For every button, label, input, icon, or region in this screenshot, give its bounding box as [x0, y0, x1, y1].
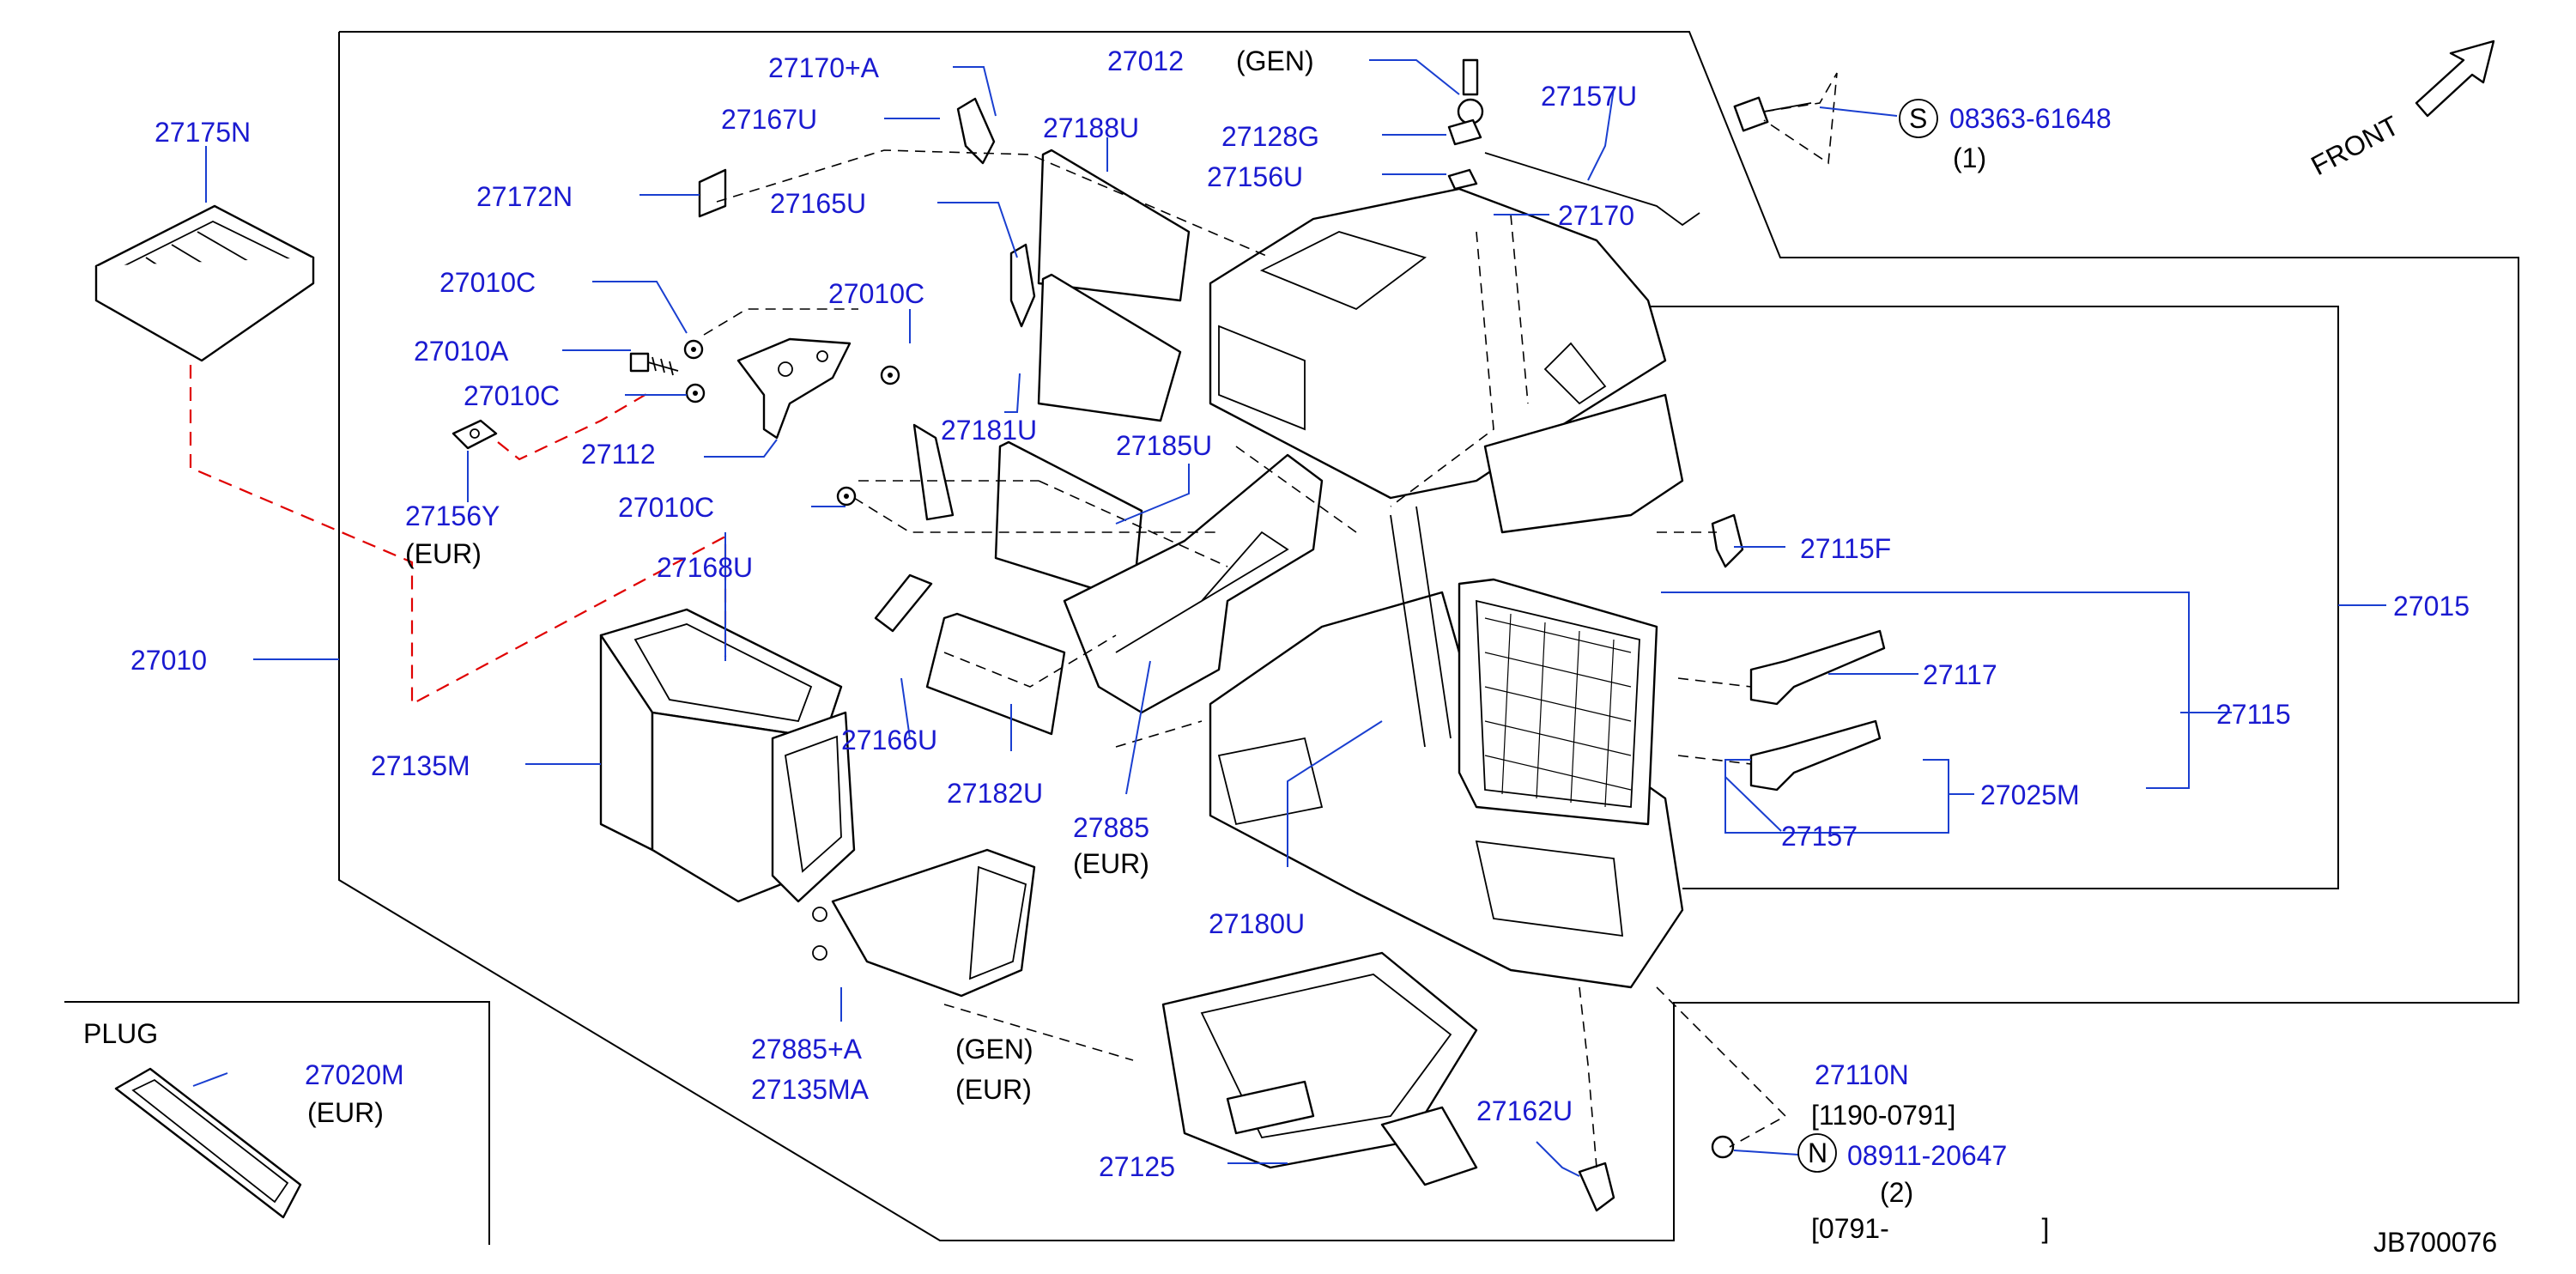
- leader-lines: [192, 59, 2386, 1177]
- label-27156U: 27156U: [1207, 161, 1303, 192]
- label-08911-20647: 08911-20647: [1847, 1140, 2007, 1171]
- label-27025M: 27025M: [1980, 780, 2080, 810]
- label-27128G: 27128G: [1221, 121, 1319, 152]
- label-27115F: 27115F: [1800, 533, 1891, 564]
- label-27015: 27015: [2393, 591, 2470, 622]
- front-arrow-icon: [2415, 39, 2495, 118]
- label-27165U: 27165U: [770, 188, 866, 219]
- duct-27885A: [812, 848, 1036, 998]
- label-27172N: 27172N: [476, 181, 573, 212]
- s-symbol: S: [1909, 103, 1927, 134]
- date-08911: [0791- ]: [1811, 1213, 2049, 1244]
- heater-case-bracket: [1608, 306, 2339, 889]
- label-27110N: 27110N: [1815, 1059, 1909, 1090]
- label-27180U: 27180U: [1209, 908, 1305, 939]
- label-27188U: 27188U: [1043, 112, 1139, 143]
- label-27170: 27170: [1558, 200, 1634, 231]
- label-27010C-d: 27010C: [618, 492, 714, 523]
- label-27156Y: 27156Y: [405, 500, 500, 531]
- assembly-guides: [703, 72, 1838, 1168]
- label-27010: 27010: [130, 645, 207, 676]
- fasteners: [1447, 58, 1812, 1212]
- label-27010C-c: 27010C: [828, 278, 924, 309]
- label-27010A: 27010A: [414, 336, 509, 367]
- label-27010C-a: 27010C: [439, 267, 536, 298]
- label-27012: 27012: [1107, 46, 1184, 76]
- n-symbol-circle: [1797, 1133, 1837, 1173]
- bracket-27172N: [698, 168, 727, 218]
- label-08363-61648: 08363-61648: [1949, 103, 2112, 134]
- lower-housing-27125: [1161, 951, 1478, 1186]
- clip-guide: [497, 390, 653, 461]
- note-gen-top: (GEN): [1236, 46, 1314, 76]
- diagram-id: JB700076: [2373, 1227, 2497, 1258]
- s-symbol-circle: [1899, 99, 1938, 138]
- label-27117: 27117: [1923, 659, 1997, 690]
- label-27162U: 27162U: [1476, 1095, 1573, 1126]
- label-27885A: 27885+A: [751, 1034, 863, 1065]
- label-27125: 27125: [1099, 1151, 1175, 1182]
- label-27166U: 27166U: [841, 725, 937, 755]
- label-27157: 27157: [1781, 821, 1858, 852]
- label-27157U: 27157U: [1541, 81, 1637, 112]
- heater-core-27115: [1458, 578, 1658, 826]
- label-27010C-b: 27010C: [464, 380, 560, 411]
- intake-housing-27135M: [599, 608, 856, 903]
- date-27110N: [1190-0791]: [1811, 1100, 1955, 1131]
- note-27885A: (GEN): [955, 1034, 1033, 1065]
- label-27020M: 27020M: [305, 1059, 404, 1090]
- label-27115: 27115: [2216, 699, 2291, 730]
- clip-27156Y: [452, 419, 498, 450]
- label-27167U: 27167U: [721, 104, 817, 135]
- upper-case-27012: [1209, 187, 1684, 534]
- note-27020M: (EUR): [307, 1097, 384, 1128]
- center-duct-27885: [1063, 453, 1324, 714]
- note-27885: (EUR): [1073, 848, 1149, 879]
- note-27135MA: (EUR): [955, 1074, 1032, 1105]
- qty-08911: (2): [1880, 1177, 1913, 1208]
- label-27181U: 27181U: [941, 415, 1037, 446]
- label-27185U: 27185U: [1116, 430, 1212, 461]
- plug-box: [64, 1001, 490, 1245]
- washers-and-bolt: [629, 339, 900, 507]
- plug-title: PLUG: [83, 1018, 158, 1049]
- plug-27020M: [114, 1067, 302, 1219]
- front-label: FRONT: [2306, 110, 2403, 182]
- label-27885: 27885: [1073, 812, 1149, 843]
- label-27112: 27112: [581, 439, 656, 470]
- n-symbol: N: [1808, 1138, 1827, 1168]
- link-bracket-27112: [736, 337, 852, 440]
- label-27182U: 27182U: [947, 778, 1043, 809]
- label-27175N: 27175N: [155, 117, 251, 148]
- lower-case-27015: [1209, 506, 1684, 989]
- label-27168U: 27168U: [657, 552, 753, 583]
- door-parts: [874, 97, 1191, 736]
- filter-cover-part: [94, 204, 315, 362]
- qty-08363: (1): [1953, 143, 1986, 173]
- label-27135M: 27135M: [371, 750, 470, 781]
- heater-pipes: [1749, 629, 1886, 792]
- note-27156Y: (EUR): [405, 538, 482, 569]
- assembly-frame: [338, 31, 2519, 1241]
- label-27135MA: 27135MA: [751, 1074, 870, 1105]
- label-27170A: 27170+A: [768, 52, 880, 83]
